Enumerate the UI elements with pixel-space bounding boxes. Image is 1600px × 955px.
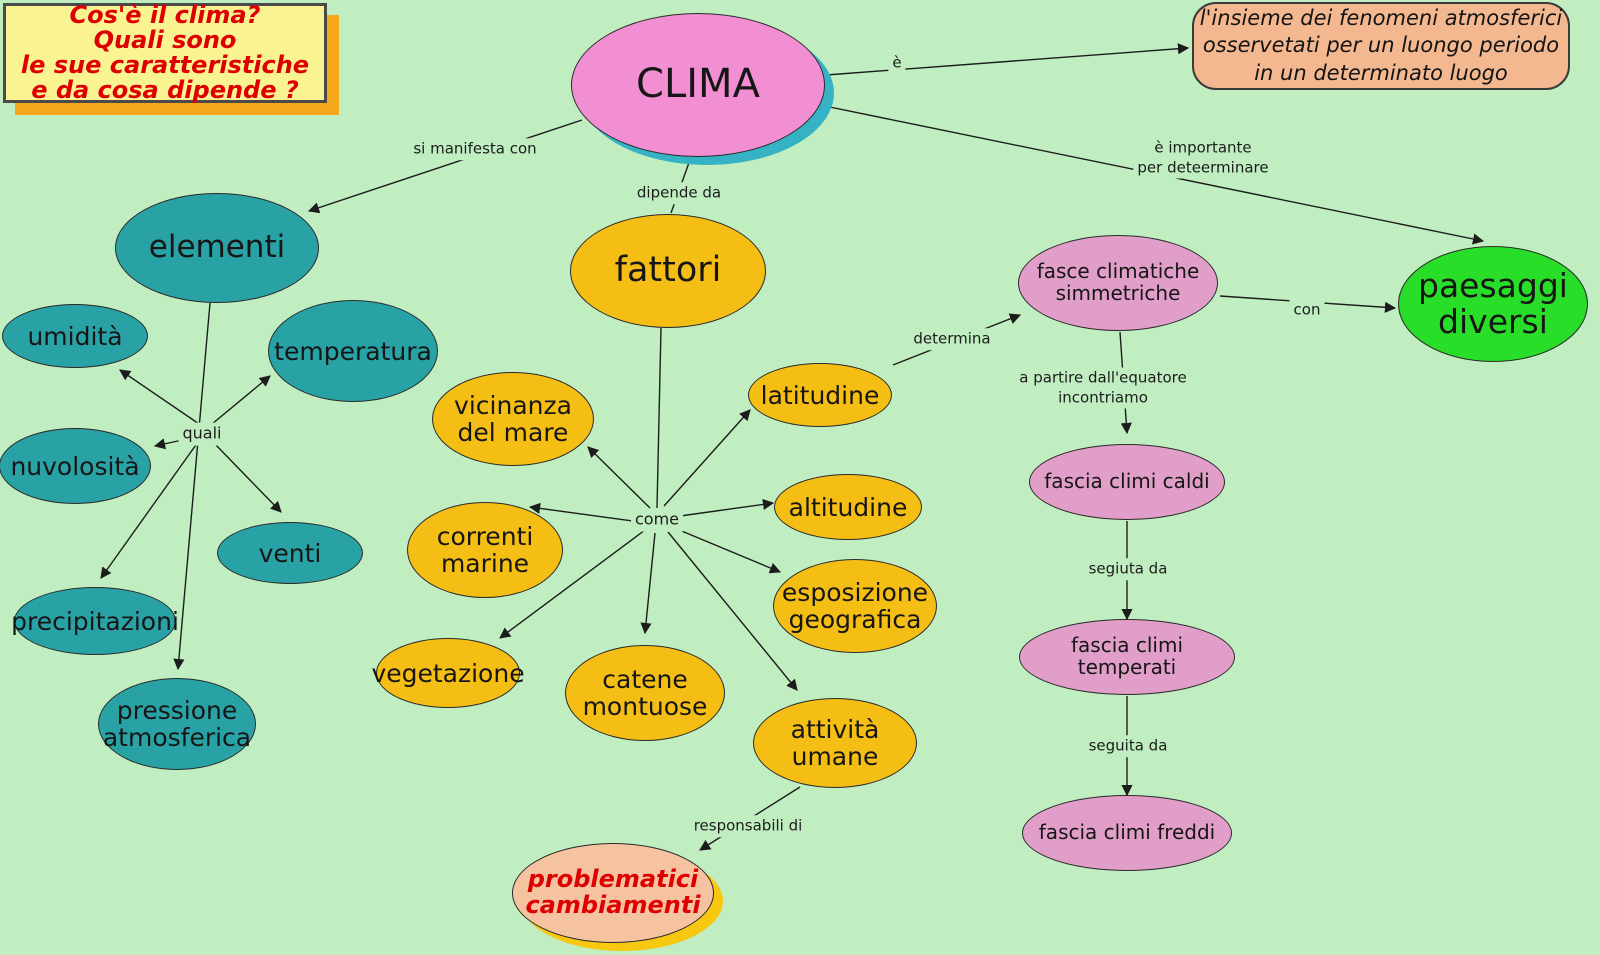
edge-label-con: con — [1289, 299, 1325, 321]
node-fascia-climi-caldi: fascia climi caldi — [1029, 444, 1225, 520]
node-fascia-climi-temperati: fascia climi temperati — [1019, 619, 1235, 695]
node-paesaggi-diversi: paesaggi diversi — [1398, 246, 1588, 362]
edge-label-e-importante-per-deteerminare: è importante per deteerminare — [1133, 137, 1273, 179]
node-vegetazione: vegetazione — [371, 638, 525, 708]
edge-come-correnti — [528, 502, 641, 523]
edge-elementi-pressione — [173, 302, 211, 671]
node-nuvolosita: nuvolosità — [0, 428, 151, 504]
definition-box: l'insieme dei fenomeni atmosferici osser… — [1192, 2, 1570, 90]
node-fascia-climi-freddi: fascia climi freddi — [1022, 795, 1232, 871]
node-esposizione-geografica: esposizione geografica — [773, 559, 937, 653]
edge-label-responsabili-di: responsabili di — [689, 815, 807, 837]
node-clima: CLIMA — [571, 13, 825, 157]
edge-label-seguita-da: seguita da — [1084, 735, 1172, 757]
node-elementi: elementi — [115, 193, 319, 303]
node-fattori: fattori — [570, 214, 766, 328]
edge-quali-venti — [212, 441, 282, 513]
node-attivita-umane: attività umane — [753, 698, 917, 788]
edge-come-esposizione — [671, 526, 782, 574]
edge-quali-precipitazioni — [100, 441, 199, 579]
node-problematici-cambiamenti: problematici cambiamenti — [512, 843, 714, 943]
question-box: Cos'è il clima? Quali sono le sue caratt… — [3, 3, 327, 103]
edge-clima-definizione — [825, 43, 1190, 76]
edge-come-latitudine — [663, 409, 751, 507]
edge-come-vegetazione — [499, 529, 646, 639]
edge-come-vicinanza — [587, 446, 651, 509]
edge-quali-temperatura — [211, 375, 271, 425]
edge-fattori-come — [656, 327, 662, 509]
node-venti: venti — [217, 522, 363, 584]
edge-label-a-partire-dallequatore: a partire dall'equatore incontriamo — [1015, 367, 1191, 409]
edge-label-quali: quali — [178, 422, 226, 446]
edge-label-dipende-da: dipende da — [632, 182, 726, 204]
edge-quali-umidita — [119, 369, 206, 429]
edge-come-attivita — [667, 531, 798, 691]
node-catene-montuose: catene montuose — [565, 645, 725, 741]
node-latitudine: latitudine — [748, 363, 892, 427]
edge-label-e: è — [888, 52, 906, 74]
edge-come-catene — [640, 532, 656, 635]
node-umidita: umidità — [2, 304, 148, 368]
edge-label-si-manifesta-con: si manifesta con — [409, 138, 541, 160]
edge-label-segiuta-da: segiuta da — [1084, 558, 1172, 580]
node-correnti-marine: correnti marine — [407, 502, 563, 598]
node-pressione-atmosferica: pressione atmosferica — [98, 678, 256, 770]
node-precipitazioni: precipitazioni — [11, 587, 179, 655]
edge-label-determina: determina — [909, 328, 995, 350]
node-vicinanza-del-mare: vicinanza del mare — [432, 372, 594, 466]
edge-come-altitudine — [672, 498, 775, 518]
edge-clima-elementi — [307, 119, 583, 214]
node-altitudine: altitudine — [774, 474, 922, 540]
node-fasce-climatiche: fasce climatiche simmetriche — [1018, 235, 1218, 331]
edge-label-come: come — [630, 508, 684, 532]
node-temperatura: temperatura — [268, 300, 438, 402]
